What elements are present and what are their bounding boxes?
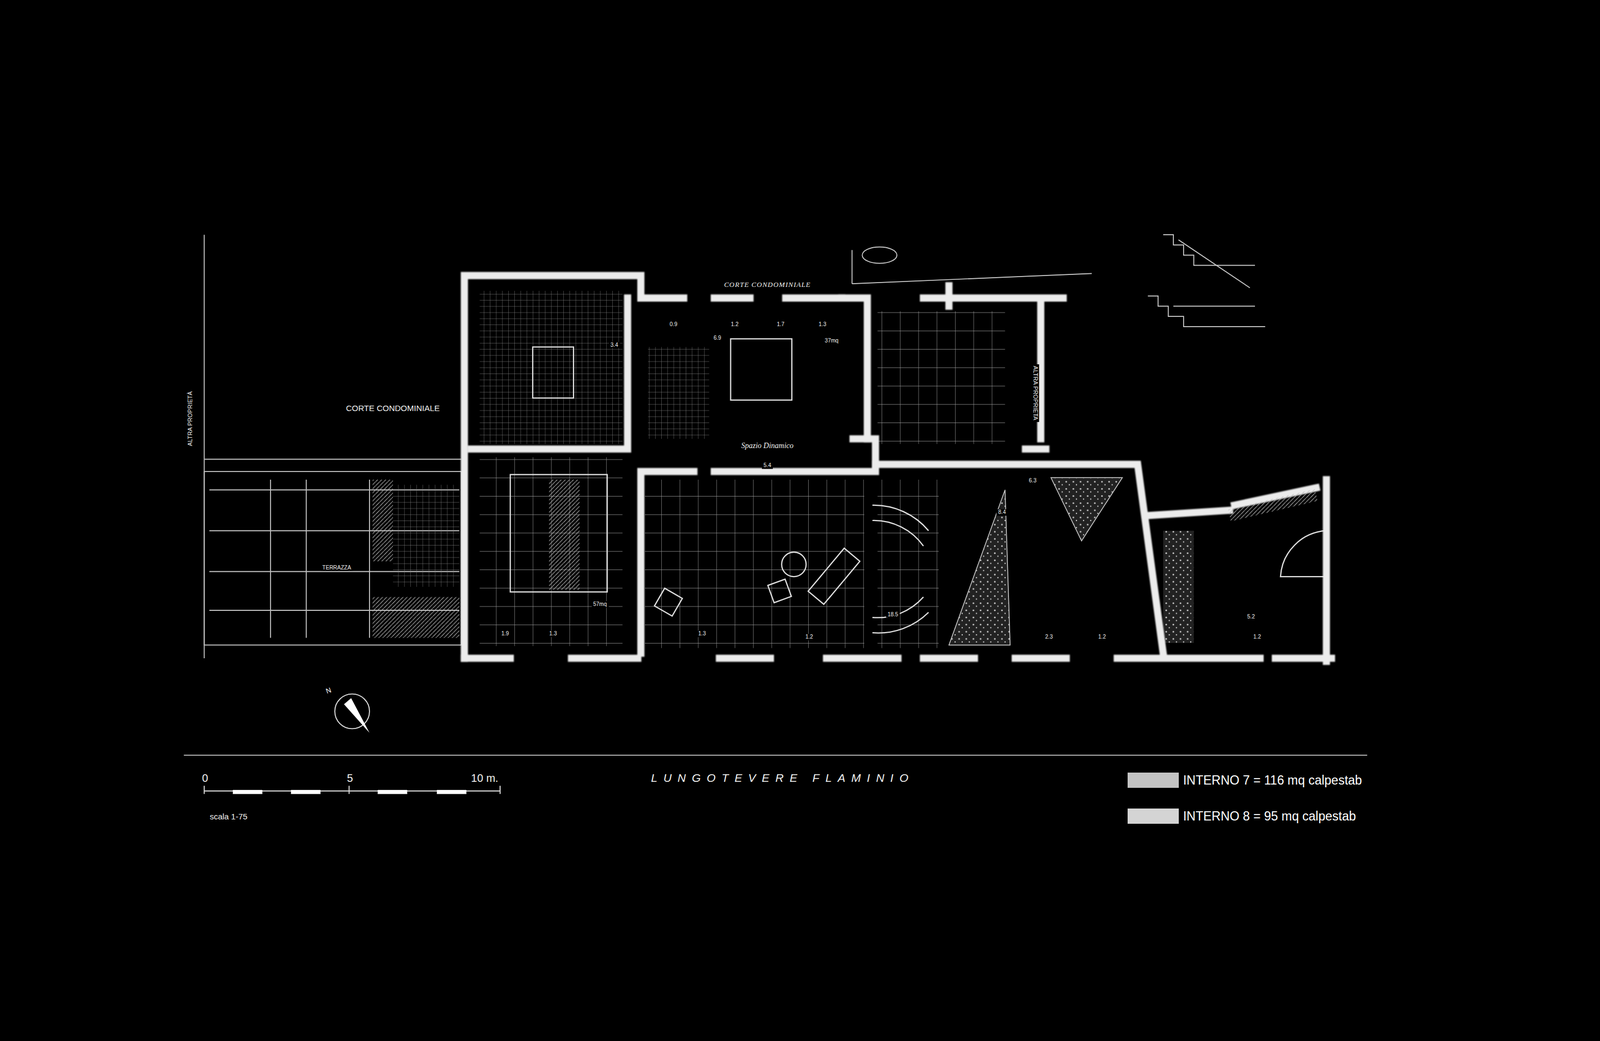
plan-label: 6.9 (711, 334, 723, 342)
plan-label: 2.3 (1043, 633, 1055, 640)
plan-label: 1.2 (729, 321, 741, 329)
scale-label: 10 m. (469, 771, 501, 784)
north-mark: N (323, 685, 335, 697)
plan-label: 5.2 (1245, 613, 1257, 620)
plan-label: 1.3 (816, 321, 828, 329)
plan-label: 1.3 (547, 630, 559, 638)
plan-label: 1.2 (803, 633, 815, 640)
plan-label: 1.2 (1096, 633, 1108, 640)
plan-label: 37mq (823, 337, 841, 345)
plan-label: 57mq (591, 600, 609, 608)
street-name: LUNGOTEVERE FLAMINIO (649, 771, 916, 785)
plan-label: TERRAZZA (320, 564, 353, 571)
plan-label: 3.4 (608, 341, 620, 349)
plan-label: 1.9 (499, 630, 511, 638)
legend-text: INTERNO 8 = 95 mq calpestab (1183, 808, 1357, 823)
plan-label: 0.9 (668, 321, 680, 329)
plan-label: CORTE CONDOMINIALE (722, 280, 812, 289)
plan-label: 1.7 (774, 321, 786, 329)
plan-label: 1.3 (696, 630, 708, 638)
scale-label: 5 (345, 771, 355, 784)
scale-label: 0 (200, 771, 210, 784)
scale-label: scala 1-75 (207, 811, 249, 821)
plan-label: ALTRA PROPRIETA (1032, 364, 1040, 422)
plan-label: CORTE CONDOMINIALE (344, 403, 442, 413)
plan-label: Spazio Dinamico (739, 441, 796, 451)
plan-label: 8.4 (996, 509, 1008, 516)
legend-swatch (1127, 772, 1179, 788)
plan-label: ALTRA PROPRIETÀ (186, 389, 194, 448)
plan-label: 1.2 (1251, 633, 1263, 640)
legend-text: INTERNO 7 = 116 mq calpestab (1183, 772, 1363, 787)
plan-label: 18.5 (885, 611, 900, 618)
legend-swatch (1127, 808, 1179, 824)
plan-label: 6.3 (1027, 477, 1039, 484)
plan-label: 5.4 (761, 462, 773, 469)
